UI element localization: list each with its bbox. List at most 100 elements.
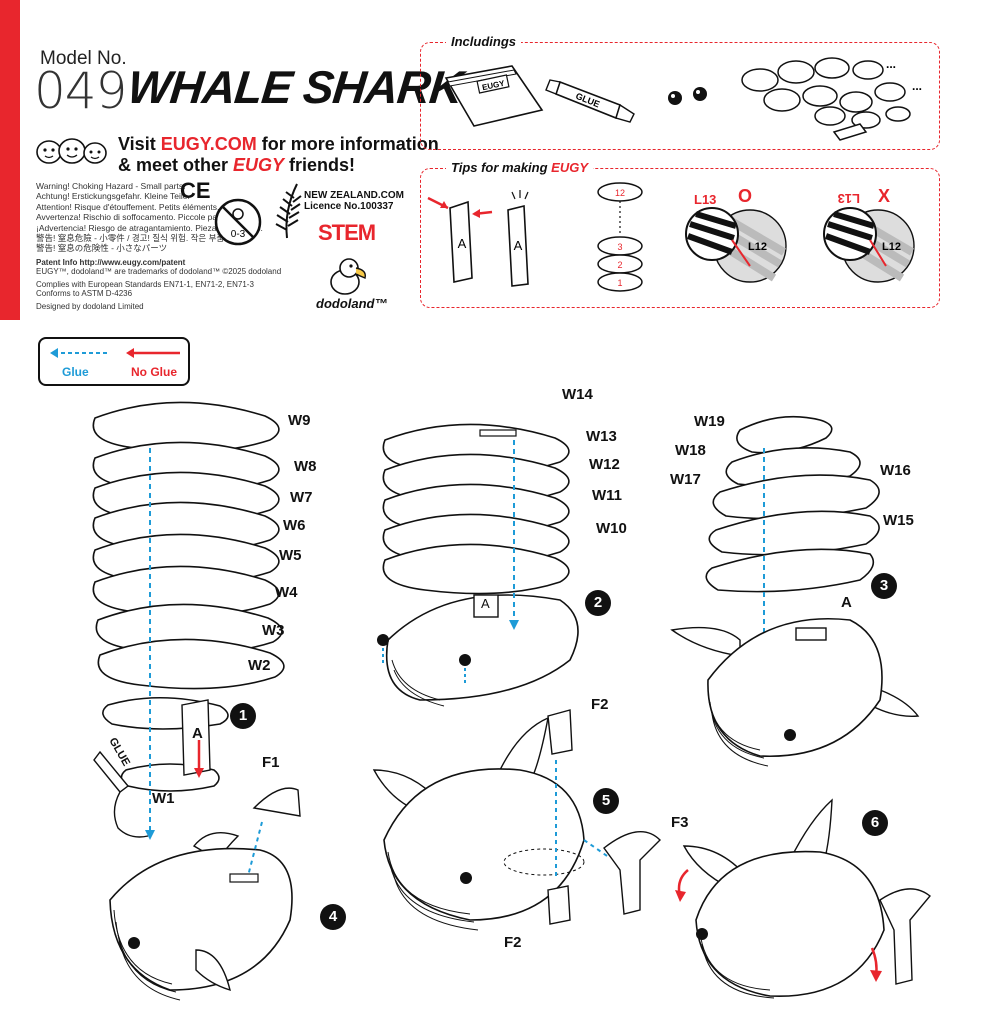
eugy-brand: EUGY xyxy=(233,155,285,175)
part-label-w16: W16 xyxy=(880,462,911,479)
part-label-a-step3: A xyxy=(841,594,852,611)
trademark-line: EUGY™, dodoland™ are trademarks of dodol… xyxy=(36,267,282,277)
correct-alignment-tip: L13 O L12 xyxy=(685,186,787,283)
step-number-3: 3 xyxy=(871,573,897,599)
glue-tube-icon: GLUE xyxy=(545,79,635,123)
part-label-w15: W15 xyxy=(883,512,914,529)
warning-line: ¡Advertencia! Riesgo de atragantamiento.… xyxy=(36,222,263,233)
part-label-w1: W1 xyxy=(152,790,175,807)
model-label: Model No. xyxy=(40,48,127,69)
wrong-mark: X xyxy=(878,186,890,206)
part-label-w9: W9 xyxy=(288,412,311,429)
visit-line2-prefix: & meet other xyxy=(118,155,234,175)
more-parts-ellipsis: ... xyxy=(912,79,922,93)
part-label-w17: W17 xyxy=(670,471,701,488)
warning-line: Warning! Choking Hazard - Small parts. xyxy=(36,181,186,191)
stem-logo: STEM xyxy=(318,220,376,246)
warning-line: 警告! 窒息の危険性 - 小さなパーツ xyxy=(36,243,168,254)
astm-line: Conforms to ASTM D-4236 xyxy=(36,289,133,299)
dodoland-logo: dodoland™ xyxy=(316,296,388,311)
step1-diagram xyxy=(92,401,285,840)
step5-diagram xyxy=(372,709,661,931)
part-label-w12: W12 xyxy=(589,456,620,473)
stack-label: 3 xyxy=(617,242,622,252)
manual-icon: EUGY xyxy=(444,65,544,127)
step-number-1: 1 xyxy=(230,703,256,729)
part-discs-icon xyxy=(741,57,911,141)
part-label-f2-top: F2 xyxy=(591,696,609,713)
step4-diagram xyxy=(109,787,301,1001)
legend-arrows xyxy=(50,348,180,358)
step-number-2: 2 xyxy=(585,590,611,616)
eugy-friends-icon xyxy=(36,138,107,164)
fern-icon xyxy=(275,183,302,239)
visit-text: Visit EUGY.COM for more information & me… xyxy=(118,134,439,176)
glue-tube-label: GLUE xyxy=(106,735,133,769)
part-label-w7: W7 xyxy=(290,489,313,506)
correct-l12-label: L12 xyxy=(748,241,767,253)
warning-line: Avvertenza! Rischio di soffocamento. Pic… xyxy=(36,212,227,223)
tips-title-brand: EUGY xyxy=(551,160,589,175)
nz-line2: Licence No.100337 xyxy=(304,201,394,212)
model-name: WHALE SHARK xyxy=(125,61,465,113)
part-label-a-step2: A xyxy=(481,596,490,611)
website-link[interactable]: EUGY.COM xyxy=(160,134,257,154)
part-label-w19: W19 xyxy=(694,413,725,430)
correct-l13-label: L13 xyxy=(694,192,716,207)
includings-title: Includings xyxy=(446,34,521,49)
part-label-w5: W5 xyxy=(279,547,302,564)
tips-title-prefix: Tips for making xyxy=(451,160,552,175)
stack-label: 12 xyxy=(615,188,625,198)
stack-label: 1 xyxy=(617,278,622,288)
more-parts-ellipsis: ... xyxy=(886,57,896,71)
glue-legend: Glue No Glue xyxy=(38,337,190,386)
warning-line: Achtung! Erstickungsgefahr. Kleine Teile… xyxy=(36,191,190,202)
stack-label: 2 xyxy=(617,260,622,270)
correct-mark: O xyxy=(738,186,752,206)
part-label-w11: W11 xyxy=(592,487,623,504)
age-badge-text: 0-3 xyxy=(231,229,246,240)
visit-prefix: Visit xyxy=(118,134,161,154)
step-number-6: 6 xyxy=(862,810,888,836)
dodo-logo-icon xyxy=(330,258,366,295)
step-number-5: 5 xyxy=(593,788,619,814)
tips-title: Tips for making EUGY xyxy=(446,160,594,175)
compliance-line: Complies with European Standards EN71-1,… xyxy=(36,279,254,289)
part-label-w10: W10 xyxy=(596,520,627,537)
warning-line: 警告! 窒息危險 - 小零件 / 경고! 질식 위험. 작은 부품 포함 xyxy=(36,233,243,244)
patent-info: Patent Info http://www.eugy.com/patent xyxy=(36,258,186,267)
includings-box xyxy=(420,42,940,150)
part-label-a-step1: A xyxy=(192,725,203,742)
tip-card-label: A xyxy=(458,236,467,251)
small-print: Patent Info http://www.eugy.com/patent E… xyxy=(36,258,281,311)
nz-line1: NEW ZEALAND.COM xyxy=(304,190,404,201)
step6-diagram xyxy=(675,798,931,999)
visit-line2-suffix: friends! xyxy=(284,155,356,175)
part-label-w18: W18 xyxy=(675,442,706,459)
part-label-f1: F1 xyxy=(262,754,280,771)
warnings-block: Warning! Choking Hazard - Small parts. A… xyxy=(36,181,263,254)
part-label-w4: W4 xyxy=(275,584,298,601)
ce-mark: CE xyxy=(180,178,211,203)
stem-logo-text: STEM xyxy=(318,220,376,245)
eye-beads-icon xyxy=(668,87,707,105)
wrong-alignment-tip: L13 X L12 xyxy=(823,186,915,283)
includings-contents: EUGY GLUE ... ... xyxy=(444,57,922,141)
model-number: 049 xyxy=(34,62,127,120)
tips-box xyxy=(420,168,940,308)
visit-suffix: for more information xyxy=(256,134,439,154)
stack-order-tip: 12 3 2 1 xyxy=(597,182,643,292)
nz-licence: NEW ZEALAND.COM Licence No.100337 xyxy=(304,190,404,212)
part-label-w13: W13 xyxy=(586,428,617,445)
tip-card-label: A xyxy=(514,238,523,253)
part-label-w2: W2 xyxy=(248,657,271,674)
age-warning-icon: 0-3 xyxy=(214,198,262,246)
wrong-l13-label: L13 xyxy=(838,191,860,206)
step-number-4: 4 xyxy=(320,904,346,930)
wrong-l12-label: L12 xyxy=(882,241,901,253)
warning-line: Attention! Risque d'étouffement. Petits … xyxy=(36,201,220,212)
legend-no-glue: No Glue xyxy=(131,365,178,379)
designer-line: Designed by dodoland Limited xyxy=(36,301,144,311)
part-label-w8: W8 xyxy=(294,458,317,475)
part-label-w14: W14 xyxy=(562,386,593,403)
